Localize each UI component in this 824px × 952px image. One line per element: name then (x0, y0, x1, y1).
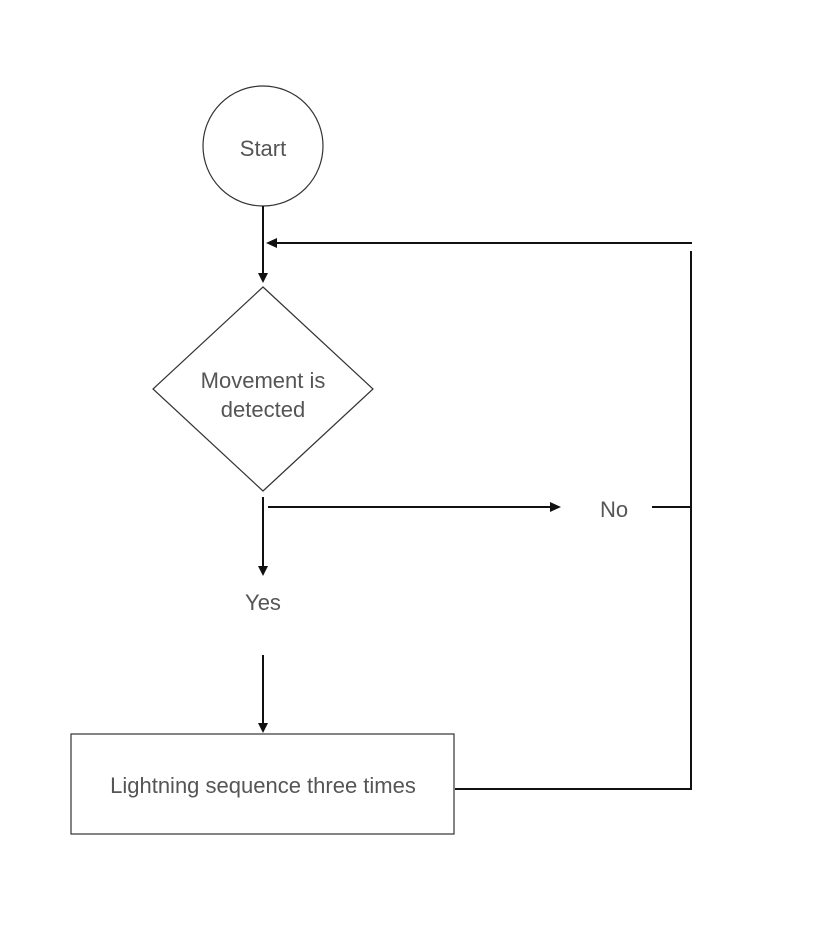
connectors (258, 206, 692, 790)
arrowhead-start-to-decision (258, 273, 268, 283)
yes-label: Yes (245, 590, 281, 615)
decision-label-line1: Movement is (201, 368, 326, 393)
arrowhead-loop-return (266, 238, 277, 248)
arrowhead-decision-to-no (550, 502, 561, 512)
start-label: Start (240, 136, 286, 161)
process-node: Lightning sequence three times (70, 733, 455, 835)
process-rect (70, 733, 455, 835)
no-label: No (600, 497, 628, 522)
arrowhead-decision-to-yes (258, 566, 268, 576)
start-node: Start (202, 85, 324, 207)
process-label: Lightning sequence three times (110, 773, 416, 798)
decision-diamond (152, 286, 374, 492)
arrowhead-yes-to-process (258, 723, 268, 733)
decision-label-line2: detected (221, 397, 305, 422)
decision-node: Movement is detected (152, 286, 374, 492)
